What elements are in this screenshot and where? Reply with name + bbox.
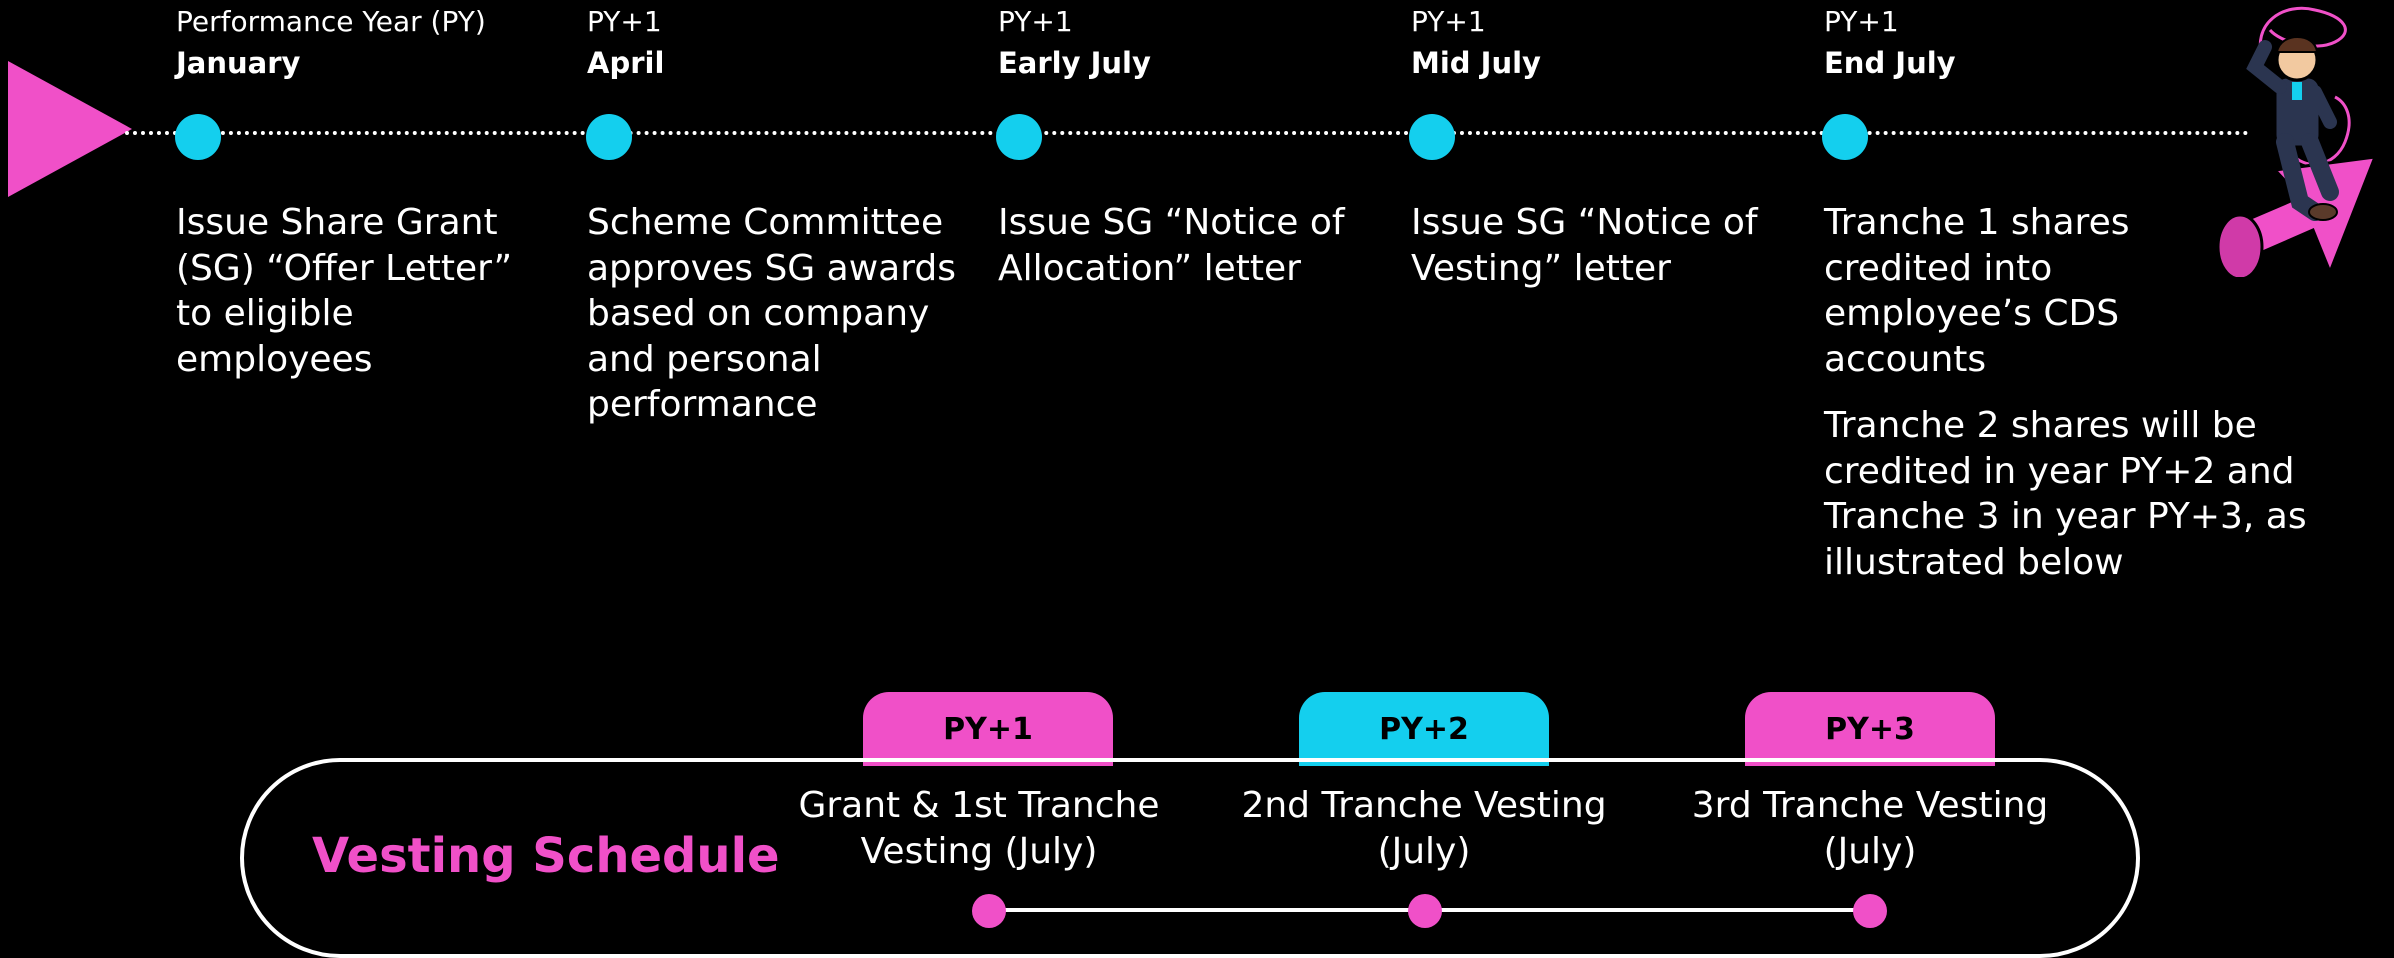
milestone-3-month: Early July <box>998 46 1151 80</box>
milestone-1-month: January <box>176 46 301 80</box>
vesting-step-2-dot <box>1408 894 1442 928</box>
milestone-5-description: Tranche 1 shares credited into employee’… <box>1824 202 2130 380</box>
vesting-step-1-label: Grant & 1st Tranche Vesting (July) <box>798 785 1160 872</box>
milestone-3-description: Issue SG “Notice of Allocation” letter <box>998 202 1345 289</box>
milestone-1-node <box>175 114 221 160</box>
milestone-1-year: Performance Year (PY) <box>176 5 486 38</box>
timeline-start-arrow-icon <box>8 61 132 197</box>
vesting-step-3-dot <box>1853 894 1887 928</box>
vesting-step-2-label: 2nd Tranche Vesting (July) <box>1241 785 1607 872</box>
vesting-schedule-title: Vesting Schedule <box>312 828 780 884</box>
milestone-3-node <box>996 114 1042 160</box>
milestone-4-month: Mid July <box>1411 46 1541 80</box>
milestone-4-node <box>1409 114 1455 160</box>
vesting-tab-py1: PY+1 <box>863 692 1113 766</box>
milestone-2-year: PY+1 <box>587 5 662 38</box>
milestone-2-node <box>586 114 632 160</box>
milestone-4-description: Issue SG “Notice of Vesting” letter <box>1411 202 1758 289</box>
milestone-5-month: End July <box>1824 46 1956 80</box>
milestone-5-note: Tranche 2 shares will be credited in yea… <box>1824 405 2307 583</box>
milestone-4-year: PY+1 <box>1411 5 1486 38</box>
vesting-schedule-panel <box>240 758 2140 958</box>
vesting-step-1-dot <box>972 894 1006 928</box>
milestone-5-year: PY+1 <box>1824 5 1899 38</box>
milestone-3-year: PY+1 <box>998 5 1073 38</box>
milestone-2-description: Scheme Committee approves SG awards base… <box>587 202 956 425</box>
timeline-track <box>125 131 2250 135</box>
cowboy-riding-arrow-illustration <box>2216 6 2378 277</box>
milestone-5-node <box>1822 114 1868 160</box>
vesting-step-3-label: 3rd Tranche Vesting (July) <box>1691 785 2049 872</box>
milestone-2-month: April <box>587 46 665 80</box>
milestone-1-description: Issue Share Grant (SG) “Offer Letter” to… <box>176 202 513 380</box>
vesting-tab-py3: PY+3 <box>1745 692 1995 766</box>
vesting-tab-py2: PY+2 <box>1299 692 1549 766</box>
